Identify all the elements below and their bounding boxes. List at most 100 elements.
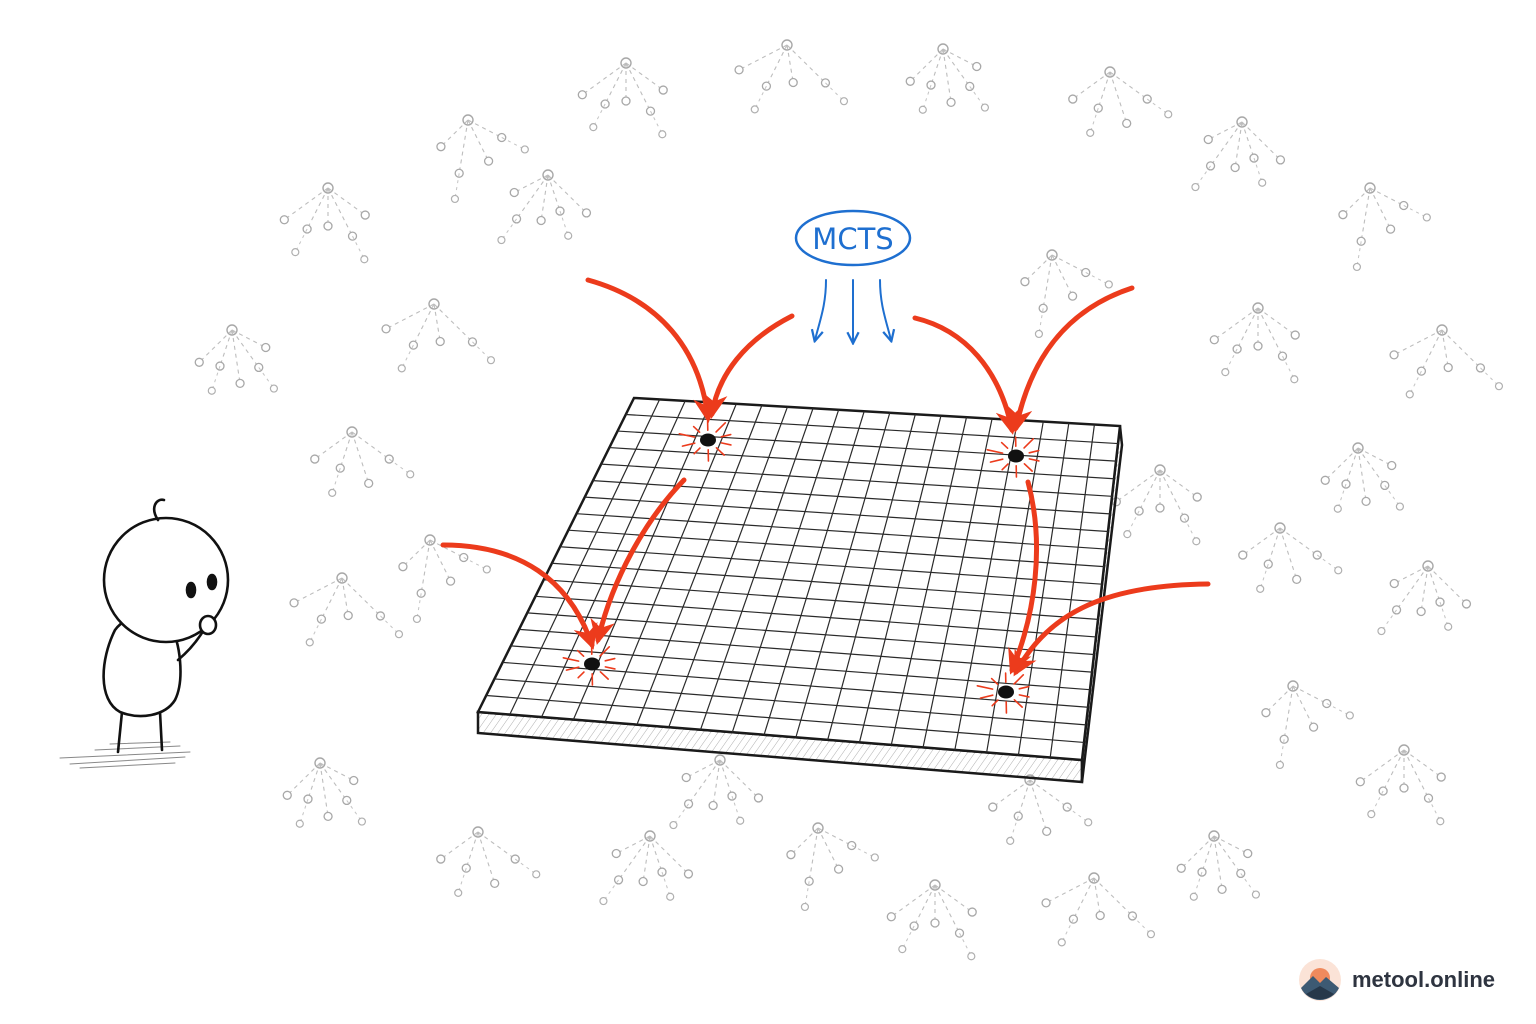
tree-edge (231, 329, 241, 384)
grid-line-horizontal (568, 529, 1105, 568)
mcts-ellipse (794, 209, 912, 267)
tree-edge (319, 762, 329, 817)
tree-edge (825, 82, 845, 102)
tree-node (1389, 578, 1399, 589)
tree-node (1377, 626, 1386, 636)
tree-node (398, 562, 408, 572)
tree-edge (686, 759, 721, 778)
tree-node (708, 800, 718, 811)
burst-ray (1028, 458, 1040, 462)
tree-edge (1109, 71, 1148, 100)
tree-edge (673, 803, 689, 826)
mcts-text: MCTS (812, 222, 893, 256)
burst-ray (1028, 449, 1040, 454)
tree-edge (1072, 877, 1095, 920)
tree-edge (1282, 355, 1295, 380)
tree-edge (231, 329, 266, 348)
tree-node (1436, 817, 1445, 826)
tree-edge (765, 44, 788, 87)
tree-node (279, 215, 289, 225)
tree-edge (1066, 806, 1089, 823)
tree-edge (327, 187, 366, 216)
tree-node (1258, 178, 1267, 187)
tree-edge (592, 103, 606, 128)
tree-edge (309, 618, 322, 643)
tree-node (750, 105, 759, 114)
tree-edge (341, 577, 349, 616)
figure-leg-right (158, 710, 164, 752)
tree-node (980, 103, 990, 112)
arrow-to-top-left-stone-2 (702, 313, 795, 419)
tree-edge (1210, 121, 1243, 167)
tree-edge (341, 577, 381, 617)
tree-edge (1420, 329, 1443, 372)
burst-ray (720, 433, 732, 438)
tree-node (1416, 606, 1426, 617)
figure-eye-left (185, 581, 197, 599)
tree-node (898, 945, 907, 954)
tree-node (1290, 375, 1299, 384)
tree-edge (283, 187, 329, 221)
tree-edge (942, 48, 952, 103)
arrow-to-top-right-stone (912, 315, 1021, 435)
mountain-sunset-logo-icon (1299, 959, 1341, 1001)
tree-edge (440, 119, 469, 148)
tree-node (1292, 574, 1302, 585)
tree-node (1042, 826, 1052, 837)
burst-ray (990, 677, 999, 685)
tree-node (435, 336, 445, 347)
grid-line-horizontal (486, 694, 1085, 744)
tree-edge (1357, 447, 1392, 466)
tree-edge (420, 539, 431, 594)
tree-node (1389, 350, 1399, 360)
tree-edge (1283, 685, 1294, 740)
burst-ray (604, 657, 616, 662)
tree-edge (649, 835, 663, 873)
grid-line-vertical (954, 419, 1019, 751)
tree-edge (1394, 565, 1429, 584)
tree-edge (649, 835, 689, 875)
tree-node (658, 85, 668, 95)
tree-edge (1213, 835, 1242, 874)
tree-node (1367, 810, 1376, 819)
tree-edge (786, 44, 794, 83)
tree-node (381, 324, 391, 334)
tree-edge (1259, 563, 1269, 590)
tree-edge (1370, 790, 1384, 815)
grid-line-vertical (890, 417, 968, 745)
search-tree-background (194, 39, 1504, 961)
tree-node (683, 869, 694, 879)
tree-edge (1326, 703, 1351, 716)
tree-node (621, 96, 631, 106)
tree-edge (547, 174, 587, 214)
tree-edge (1403, 749, 1442, 778)
tree-node (1191, 182, 1200, 192)
go-stone (700, 433, 716, 447)
burst-ray (681, 442, 696, 447)
grid-line-horizontal (584, 496, 1109, 533)
tree-edge (331, 467, 341, 494)
burst-ray (576, 649, 585, 657)
tree-edge (294, 228, 308, 253)
tree-edge (618, 835, 651, 881)
tree-edge (1085, 272, 1110, 285)
tree-edge (719, 759, 759, 799)
grid-line-vertical (827, 414, 916, 740)
burst-ray (693, 447, 701, 455)
tree-edge (817, 827, 852, 846)
burst-ray (1001, 463, 1009, 471)
figure-eye-right (206, 573, 218, 591)
tree-node (406, 470, 415, 479)
grid-line-horizontal (576, 513, 1107, 550)
tree-node (1399, 783, 1409, 793)
tree-edge (616, 835, 651, 854)
tree-edge (1213, 835, 1223, 890)
tree-edge (642, 835, 651, 882)
tree-node (1251, 890, 1261, 899)
tree-edge (1267, 527, 1281, 565)
watermark-text: metool.online (1352, 967, 1495, 992)
tree-edge (1357, 447, 1367, 502)
tree-edge (1213, 835, 1248, 854)
tree-node (397, 364, 406, 373)
tree-node (967, 907, 977, 917)
